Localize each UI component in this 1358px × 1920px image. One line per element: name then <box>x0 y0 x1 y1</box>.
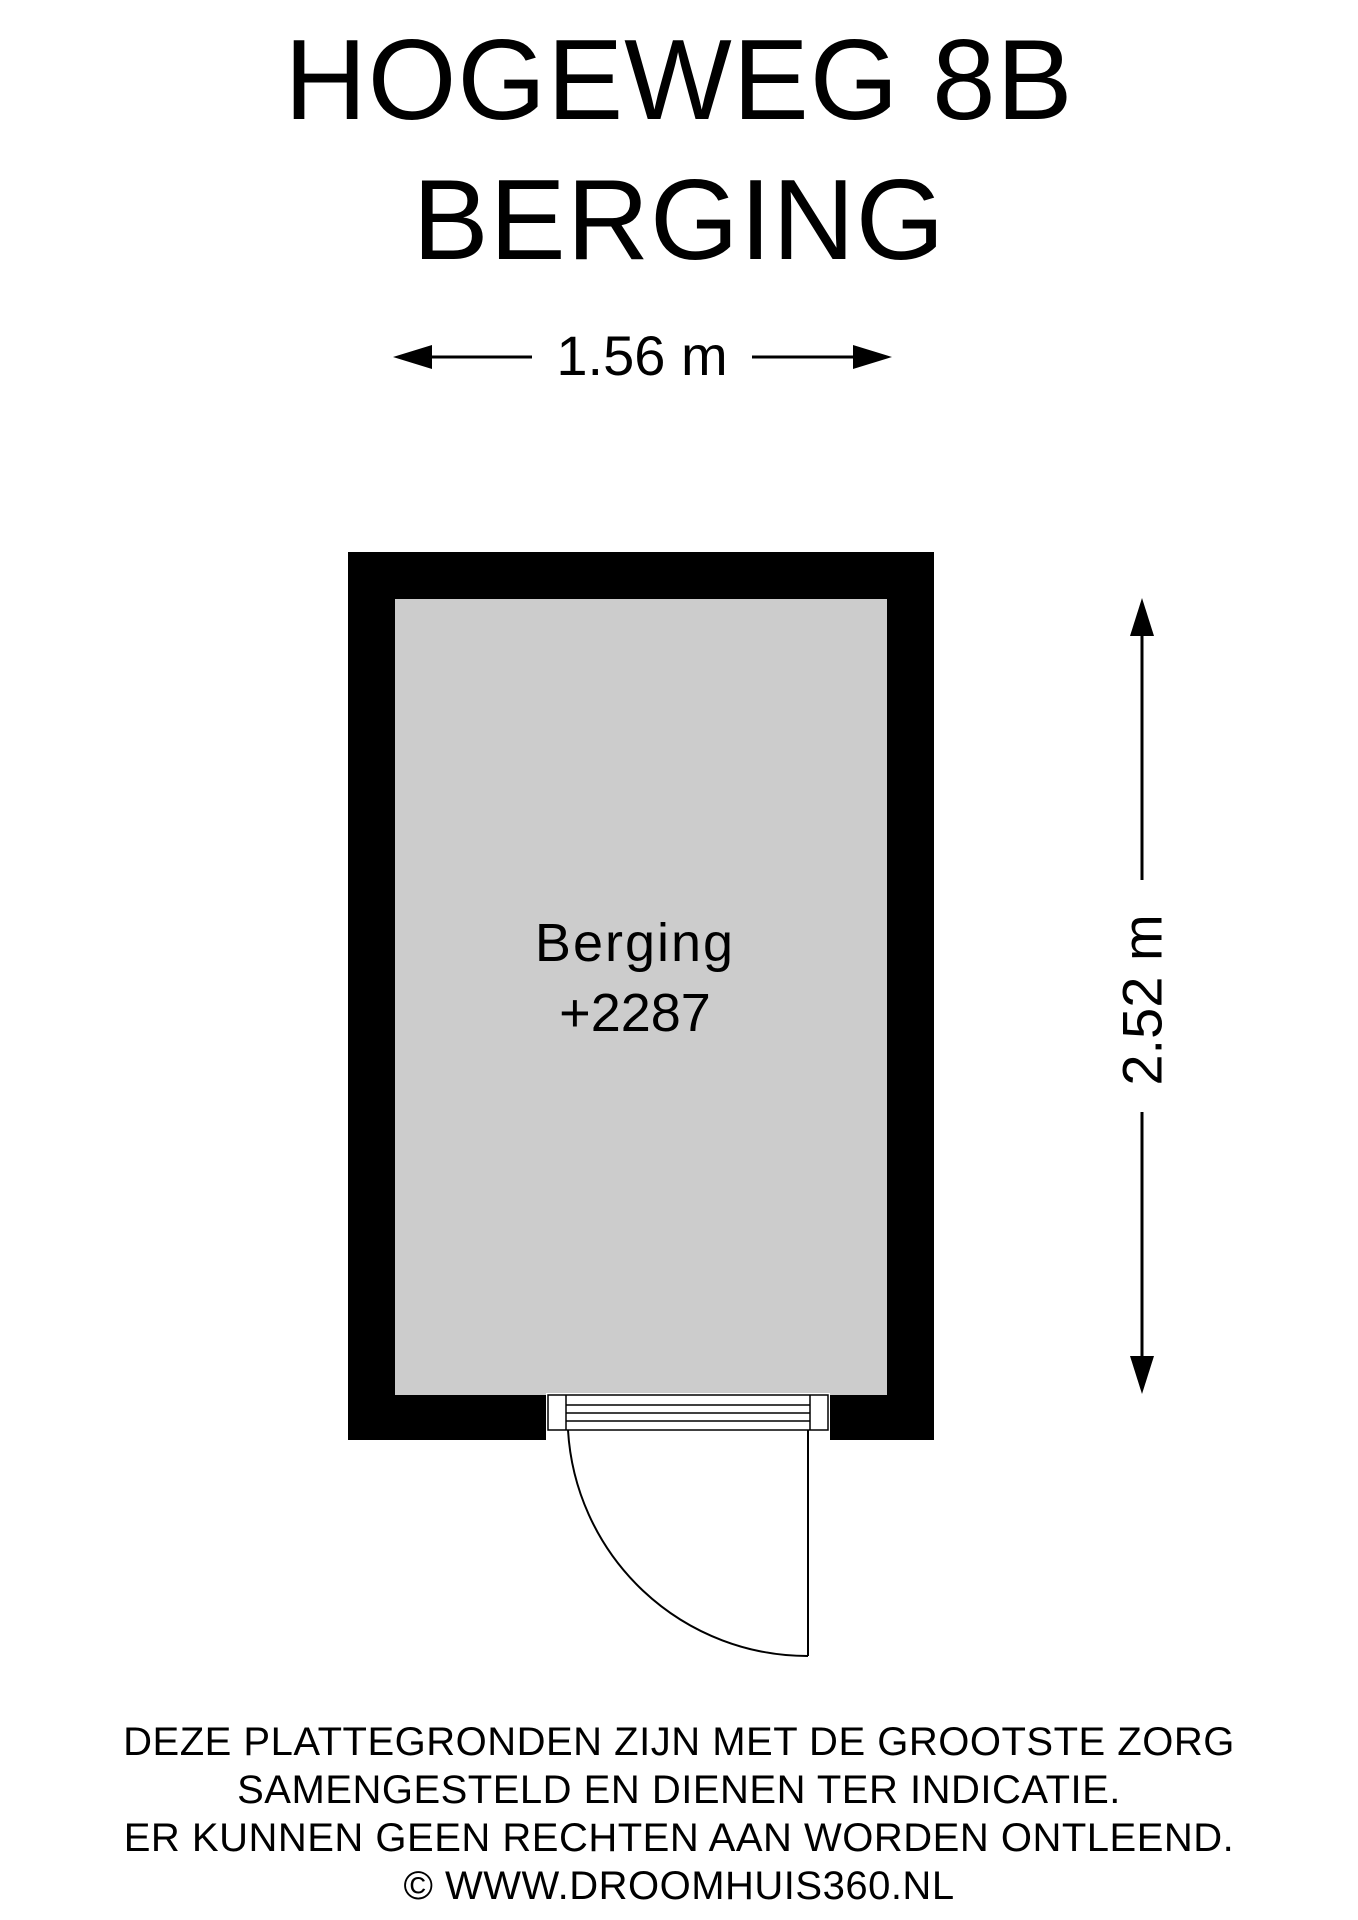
depth-label: 2.52 m <box>1110 914 1174 1086</box>
width-dimension: 1.56 m <box>392 326 892 386</box>
room-floor <box>395 599 887 1395</box>
depth-dimension-arrow <box>1130 598 1154 1394</box>
floor-title: BERGING <box>412 157 946 284</box>
address-title: HOGEWEG 8B <box>284 17 1074 144</box>
disclaimer-line-3: ER KUNNEN GEEN RECHTEN AAN WORDEN ONTLEE… <box>123 1816 1235 1860</box>
room-walls <box>348 552 934 1442</box>
door-swing <box>567 1429 809 1658</box>
disclaimer-line-1: DEZE PLATTEGRONDEN ZIJN MET DE GROOTSTE … <box>123 1720 1235 1764</box>
room-name: Berging <box>534 913 736 973</box>
door-threshold <box>547 1394 829 1431</box>
room-level: +2287 <box>559 983 711 1043</box>
width-label: 1.56 m <box>556 324 728 387</box>
disclaimer-line-2: SAMENGESTELD EN DIENEN TER INDICATIE. <box>237 1768 1121 1812</box>
copyright-line: © WWW.DROOMHUIS360.NL <box>403 1864 955 1908</box>
width-dimension-arrow <box>393 345 892 369</box>
